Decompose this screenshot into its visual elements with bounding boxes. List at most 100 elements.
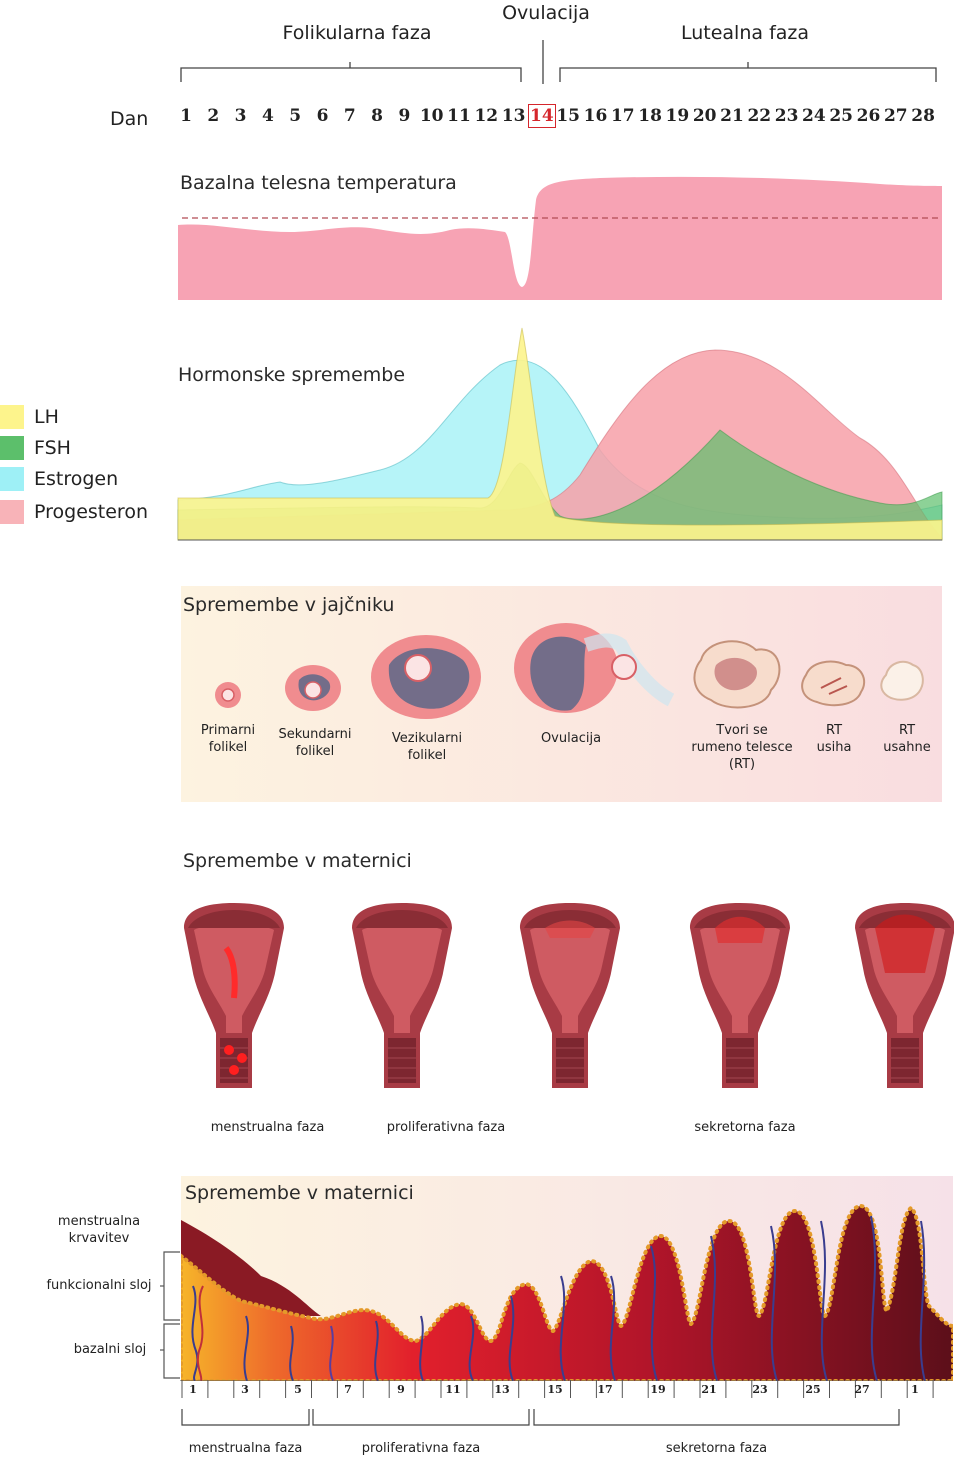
hormone-chart: [177, 327, 943, 541]
endometrium-phase-menstrual: menstrualna faza: [188, 1441, 303, 1456]
day-number: 27: [883, 106, 908, 126]
ovary-stage-label: RT usahne: [883, 723, 931, 755]
day-number: 15: [556, 106, 581, 126]
day-number: 13: [501, 106, 526, 126]
follicular-phase-title: Folikularna faza: [282, 22, 432, 44]
uterus-illustrations: [183, 902, 954, 1089]
day-number: 17: [610, 106, 635, 126]
endometrium-panel: [181, 1176, 953, 1381]
endometrium-day-tick: 19: [650, 1383, 666, 1396]
ovary-stage-label: Vezikularni folikel: [391, 731, 463, 763]
ovary-stage-label: Tvori se rumeno telesce (RT): [691, 723, 793, 772]
day-number: 2: [207, 106, 220, 126]
day-number: 19: [665, 106, 690, 126]
day-number: 21: [720, 106, 744, 126]
uterus-phase-proliferative: proliferativna faza: [386, 1120, 506, 1135]
day-number: 9: [398, 106, 411, 126]
phase-brackets: [180, 40, 937, 84]
legend-item: LH: [0, 405, 59, 429]
temperature-area: [178, 176, 942, 300]
day-number: 28: [911, 106, 935, 126]
legend-swatch: [0, 405, 24, 429]
endometrium-day-tick: 27: [854, 1383, 870, 1396]
uterus-day1-illustration: [183, 902, 285, 1089]
endometrium-day-tick: 11: [445, 1383, 461, 1396]
day-label: Dan: [110, 108, 149, 130]
uterus-title: Spremembe v maternici: [183, 850, 412, 872]
endometrium-day-tick: 25: [805, 1383, 821, 1396]
legend-label: FSH: [34, 437, 71, 459]
endometrium-day-tick: 3: [241, 1383, 249, 1396]
day-number: 7: [343, 106, 356, 126]
day-number: 16: [583, 106, 608, 126]
day-number: 11: [447, 106, 471, 126]
legend-swatch: [0, 467, 24, 491]
day-number: 5: [289, 106, 302, 126]
legend-item: FSH: [0, 436, 71, 460]
legend-label: Estrogen: [34, 468, 119, 490]
luteal-phase-title: Lutealna faza: [680, 22, 810, 44]
vesicular-follicle-icon: [371, 635, 481, 719]
endometrium-day-tick: 13: [494, 1383, 510, 1396]
corpus-luteum-shrinking-icon: [801, 660, 866, 707]
ovulation-title: Ovulacija: [502, 2, 590, 24]
day-number: 12: [474, 106, 499, 126]
side-label-basal-layer: bazalni sloj: [73, 1342, 147, 1357]
endometrium-day-tick: 7: [344, 1383, 352, 1396]
endometrium-title: Spremembe v maternici: [185, 1182, 414, 1204]
uterus-day4-illustration: [689, 902, 791, 1089]
corpus-luteum-forming-icon: [693, 640, 781, 709]
hormones-title: Hormonske spremembe: [178, 364, 406, 386]
temperature-chart: [178, 176, 942, 300]
endometrium-axis: [180, 1380, 952, 1398]
ovary-stage-label: Ovulacija: [540, 731, 602, 746]
endometrium-day-tick: 9: [397, 1383, 405, 1396]
temperature-title: Bazalna telesna temperatura: [180, 172, 457, 194]
layer-brackets: [160, 1251, 180, 1379]
corpus-albicans-icon: [880, 660, 924, 701]
uterus-phase-secretory: sekretorna faza: [694, 1120, 796, 1135]
day-number: 23: [774, 106, 799, 126]
endometrium-day-tick: 23: [752, 1383, 768, 1396]
uterus-day2-illustration: [351, 902, 453, 1089]
endometrium-day-tick: 21: [701, 1383, 717, 1396]
endometrium-phase-proliferative: proliferativna faza: [361, 1441, 481, 1456]
day-number: 8: [371, 106, 384, 126]
day-number: 26: [856, 106, 881, 126]
legend-label: LH: [34, 406, 59, 428]
day-number: 6: [316, 106, 329, 126]
endometrium-day-tick: 15: [547, 1383, 563, 1396]
ovary-title: Spremembe v jajčniku: [183, 594, 395, 616]
legend-item: Estrogen: [0, 467, 118, 491]
day-number: 4: [261, 106, 274, 126]
day-number: 1: [180, 106, 192, 126]
day-number: 3: [234, 106, 247, 126]
vessels: [191, 1215, 926, 1381]
endometrium-tissue: [181, 1203, 953, 1381]
day-number: 25: [829, 106, 854, 126]
side-label-functional-layer: funkcionalni sloj: [46, 1278, 152, 1293]
ovary-stage-label: RT usiha: [816, 723, 852, 755]
day-number: 24: [802, 106, 826, 126]
day-number: 18: [638, 106, 662, 126]
endometrium-phase-brackets: [181, 1409, 900, 1426]
legend-swatch: [0, 436, 24, 460]
primary-follicle-icon: [215, 682, 241, 708]
legend-item: Progesteron: [0, 500, 148, 524]
ovary-stage-label: Sekundarni folikel: [278, 727, 352, 759]
uterus-day5-illustration: [854, 902, 954, 1089]
ovulation-follicle-icon: [514, 623, 675, 713]
lh-area: [177, 327, 943, 541]
ovary-stage-label: Primarni folikel: [200, 723, 256, 755]
endometrium-day-tick: 1: [189, 1383, 197, 1396]
legend-label: Progesteron: [34, 501, 148, 523]
endometrium-phase-secretory: sekretorna faza: [665, 1441, 768, 1456]
follicular-bracket: [180, 67, 522, 82]
secondary-follicle-icon: [285, 665, 341, 711]
side-label-menstrual-bleeding: menstrualna krvavitev: [57, 1214, 141, 1246]
uterus-day3-illustration: [519, 902, 621, 1089]
ovary-stages-art: [215, 623, 924, 719]
endometrium-day-tick: 1: [911, 1383, 919, 1396]
ovulation-day-number: 14: [527, 104, 556, 128]
luteal-bracket: [559, 67, 937, 82]
